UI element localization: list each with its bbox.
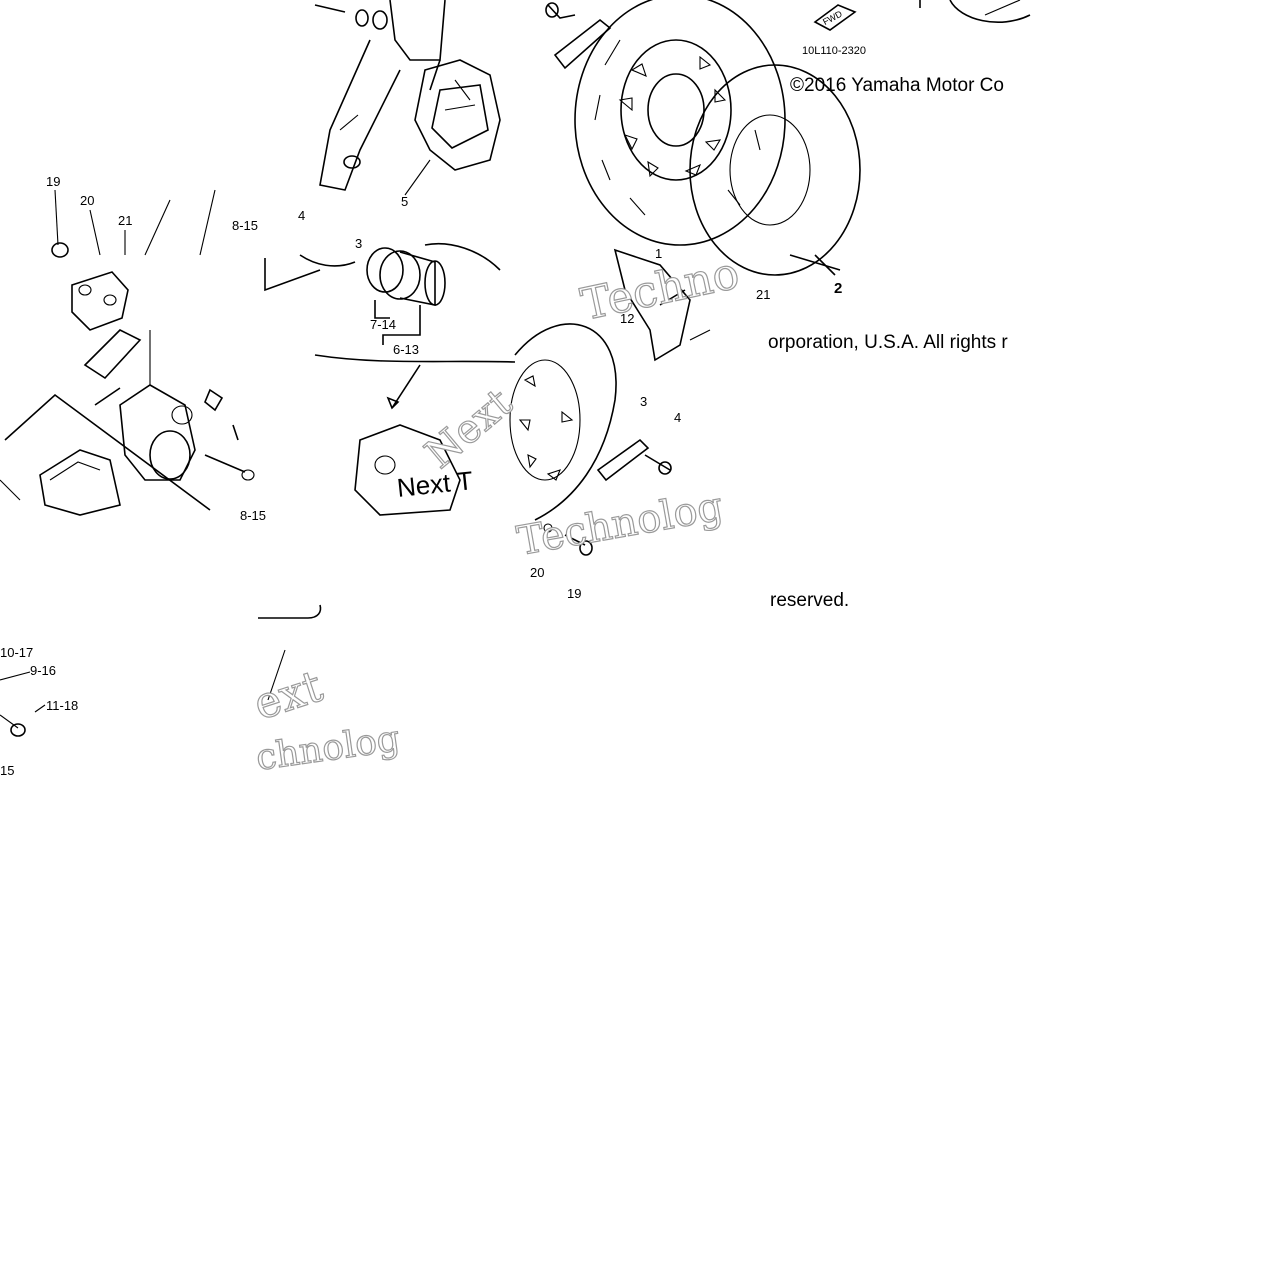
brake-disc-lower — [509, 323, 617, 521]
watermark-4: Next T — [395, 465, 474, 503]
callout-9-16: 9-16 — [30, 663, 56, 678]
callout-21-left: 21 — [118, 213, 132, 228]
callout-8-15-bottom: 8-15 — [240, 508, 266, 523]
leader-lines-left — [51, 189, 216, 258]
disc-lock-washer-top — [545, 2, 612, 70]
part-number-code: 10L110-2320 — [802, 45, 866, 57]
copyright-line-mid: orporation, U.S.A. All rights r — [768, 332, 1008, 353]
callout-8-15-top: 8-15 — [232, 218, 258, 233]
callout-3-lower: 3 — [640, 394, 647, 409]
callout-21-right: 21 — [756, 287, 770, 302]
front-fork-leg — [319, 0, 446, 191]
caliper-bracket — [71, 271, 129, 331]
caliper-body-middle — [354, 424, 461, 516]
callout-5: 5 — [401, 194, 408, 209]
watermarks: Techno Next Technolog ext chnolog Next T — [247, 247, 744, 779]
lock-washer-lower — [596, 438, 672, 482]
callout-labels: 19 20 21 8-15 4 3 5 7-14 6-13 1 12 21 2 … — [0, 174, 842, 778]
pad-shim — [83, 329, 142, 380]
watermark-2: Next — [417, 380, 521, 478]
piston-seal-detail — [264, 242, 516, 410]
copyright-line-end: reserved. — [770, 590, 849, 611]
callout-3-middle: 3 — [355, 236, 362, 251]
brake-pads-left — [0, 393, 211, 516]
callout-19-left: 19 — [46, 174, 60, 189]
caliper-body-left — [119, 330, 196, 481]
callout-19-lower: 19 — [567, 586, 581, 601]
brake-disc-front — [574, 0, 786, 246]
caliper-lower-right — [613, 248, 711, 362]
watermark-6: chnolog — [254, 718, 403, 779]
bolt-bottom-left — [0, 671, 46, 737]
callout-7-14: 7-14 — [370, 317, 396, 332]
callout-12: 12 — [620, 311, 634, 326]
pin-and-bolts-left — [94, 387, 255, 481]
callout-4-middle: 4 — [298, 208, 305, 223]
disc-partial-far-right — [949, 0, 1031, 23]
callout-4-lower: 4 — [674, 410, 681, 425]
watermark-5: ext — [248, 661, 329, 731]
callout-20-lower: 20 — [530, 565, 544, 580]
bolt-lower — [543, 523, 593, 556]
brake-disc-rear-overlap — [689, 64, 861, 276]
callout-20-left: 20 — [80, 193, 94, 208]
callout-1: 1 — [655, 246, 662, 261]
callout-15: 15 — [0, 763, 14, 778]
brake-caliper-upper — [404, 59, 501, 196]
hose-fragment — [258, 604, 322, 701]
callout-2: 2 — [834, 280, 842, 297]
fwd-arrow-tag: FWD — [813, 4, 857, 31]
fwd-label: FWD — [821, 8, 844, 27]
callout-6-13: 6-13 — [393, 342, 419, 357]
bolt-set-top — [314, 4, 388, 30]
watermark-3: Technolog — [514, 483, 727, 564]
callout-10-17: 10-17 — [0, 645, 33, 660]
callout-11-18: 11-18 — [46, 698, 78, 713]
copyright-line-start: ©2016 Yamaha Motor Co — [790, 75, 1004, 96]
